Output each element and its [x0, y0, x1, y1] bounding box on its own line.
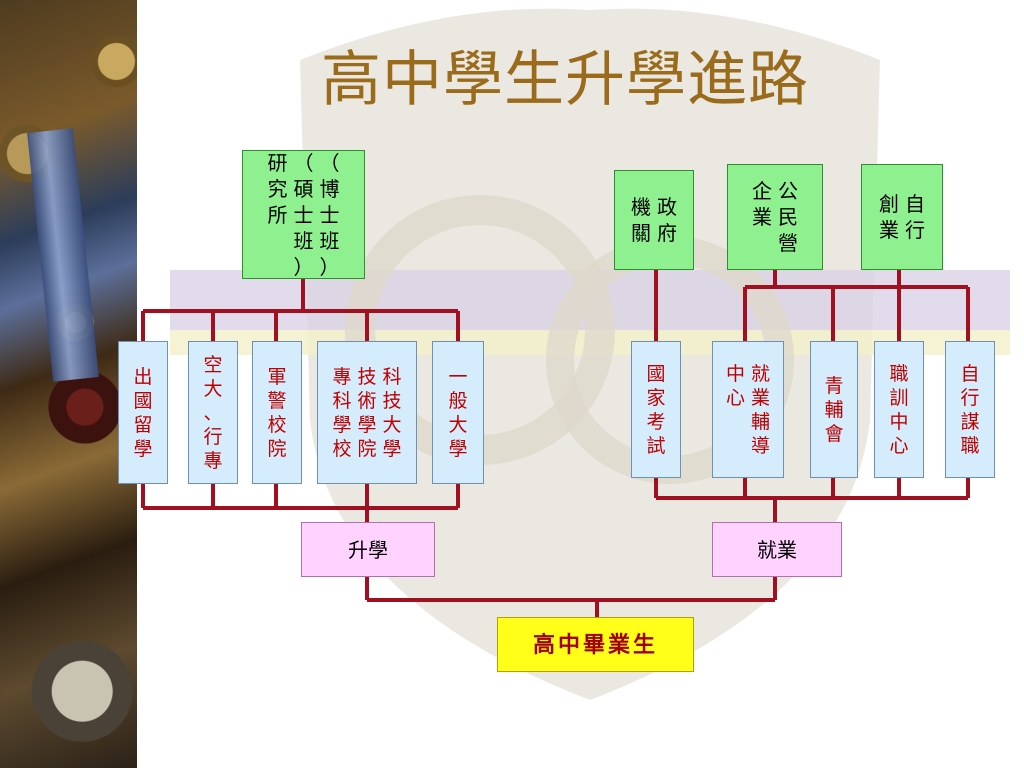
- text-column: 一般大學: [448, 365, 468, 460]
- youth-council-box: 青輔會: [810, 341, 858, 478]
- text-column: 專科學校: [332, 365, 352, 460]
- text-column: 中心: [725, 362, 745, 409]
- page-title: 高中學生升學進路: [321, 45, 809, 115]
- general-university-box: 一般大學: [432, 341, 484, 484]
- self-employment-box: 自行創業: [861, 164, 943, 270]
- text-column: （碩士班）: [293, 150, 314, 279]
- enterprise-box: 公民營企業: [727, 164, 823, 270]
- military-police-school-box: 軍警校院: [252, 341, 302, 484]
- text-column: 國家考試: [646, 362, 666, 457]
- decorative-photo-strip: [0, 0, 137, 768]
- high-school-graduate-box: 高中畢業生: [497, 617, 694, 672]
- tech-university-box: 科技大學技術學院專科學校: [317, 341, 417, 484]
- text-column: 空大、行專: [203, 353, 223, 472]
- vocational-training-box: 職訓中心: [874, 341, 924, 478]
- national-exam-box: 國家考試: [631, 341, 681, 478]
- text-column: （博士班）: [319, 150, 340, 279]
- text-column: 機關: [631, 195, 651, 245]
- text-column: 青輔會: [824, 374, 844, 445]
- text-column: 就業輔導: [751, 362, 771, 457]
- text-column: 公民營: [778, 179, 798, 255]
- text-column: 政府: [657, 195, 677, 245]
- government-agency-box: 政府機關: [614, 170, 694, 270]
- graduate-school-box: （博士班）（碩士班）研究所: [242, 150, 365, 279]
- employment-center-box: 就業輔導中心: [712, 341, 784, 478]
- self-job-seeking-box: 自行謀職: [945, 341, 995, 478]
- text-column: 職訓中心: [889, 362, 909, 457]
- open-university-box: 空大、行專: [188, 341, 238, 484]
- high-school-graduate-label: 高中畢業生: [532, 631, 658, 658]
- text-column: 研究所: [267, 150, 288, 227]
- text-column: 技術學院: [357, 365, 377, 460]
- further-study-label: 升學: [348, 537, 388, 562]
- further-study-box: 升學: [301, 522, 435, 577]
- study-abroad-box: 出國留學: [118, 341, 168, 484]
- text-column: 創業: [879, 192, 899, 242]
- text-column: 自行謀職: [960, 362, 980, 457]
- text-column: 出國留學: [133, 365, 153, 460]
- text-column: 科技大學: [382, 365, 402, 460]
- text-column: 企業: [752, 179, 772, 229]
- text-column: 軍警校院: [267, 365, 287, 460]
- employment-label: 就業: [757, 537, 797, 562]
- text-column: 自行: [905, 192, 925, 242]
- employment-box: 就業: [712, 522, 842, 577]
